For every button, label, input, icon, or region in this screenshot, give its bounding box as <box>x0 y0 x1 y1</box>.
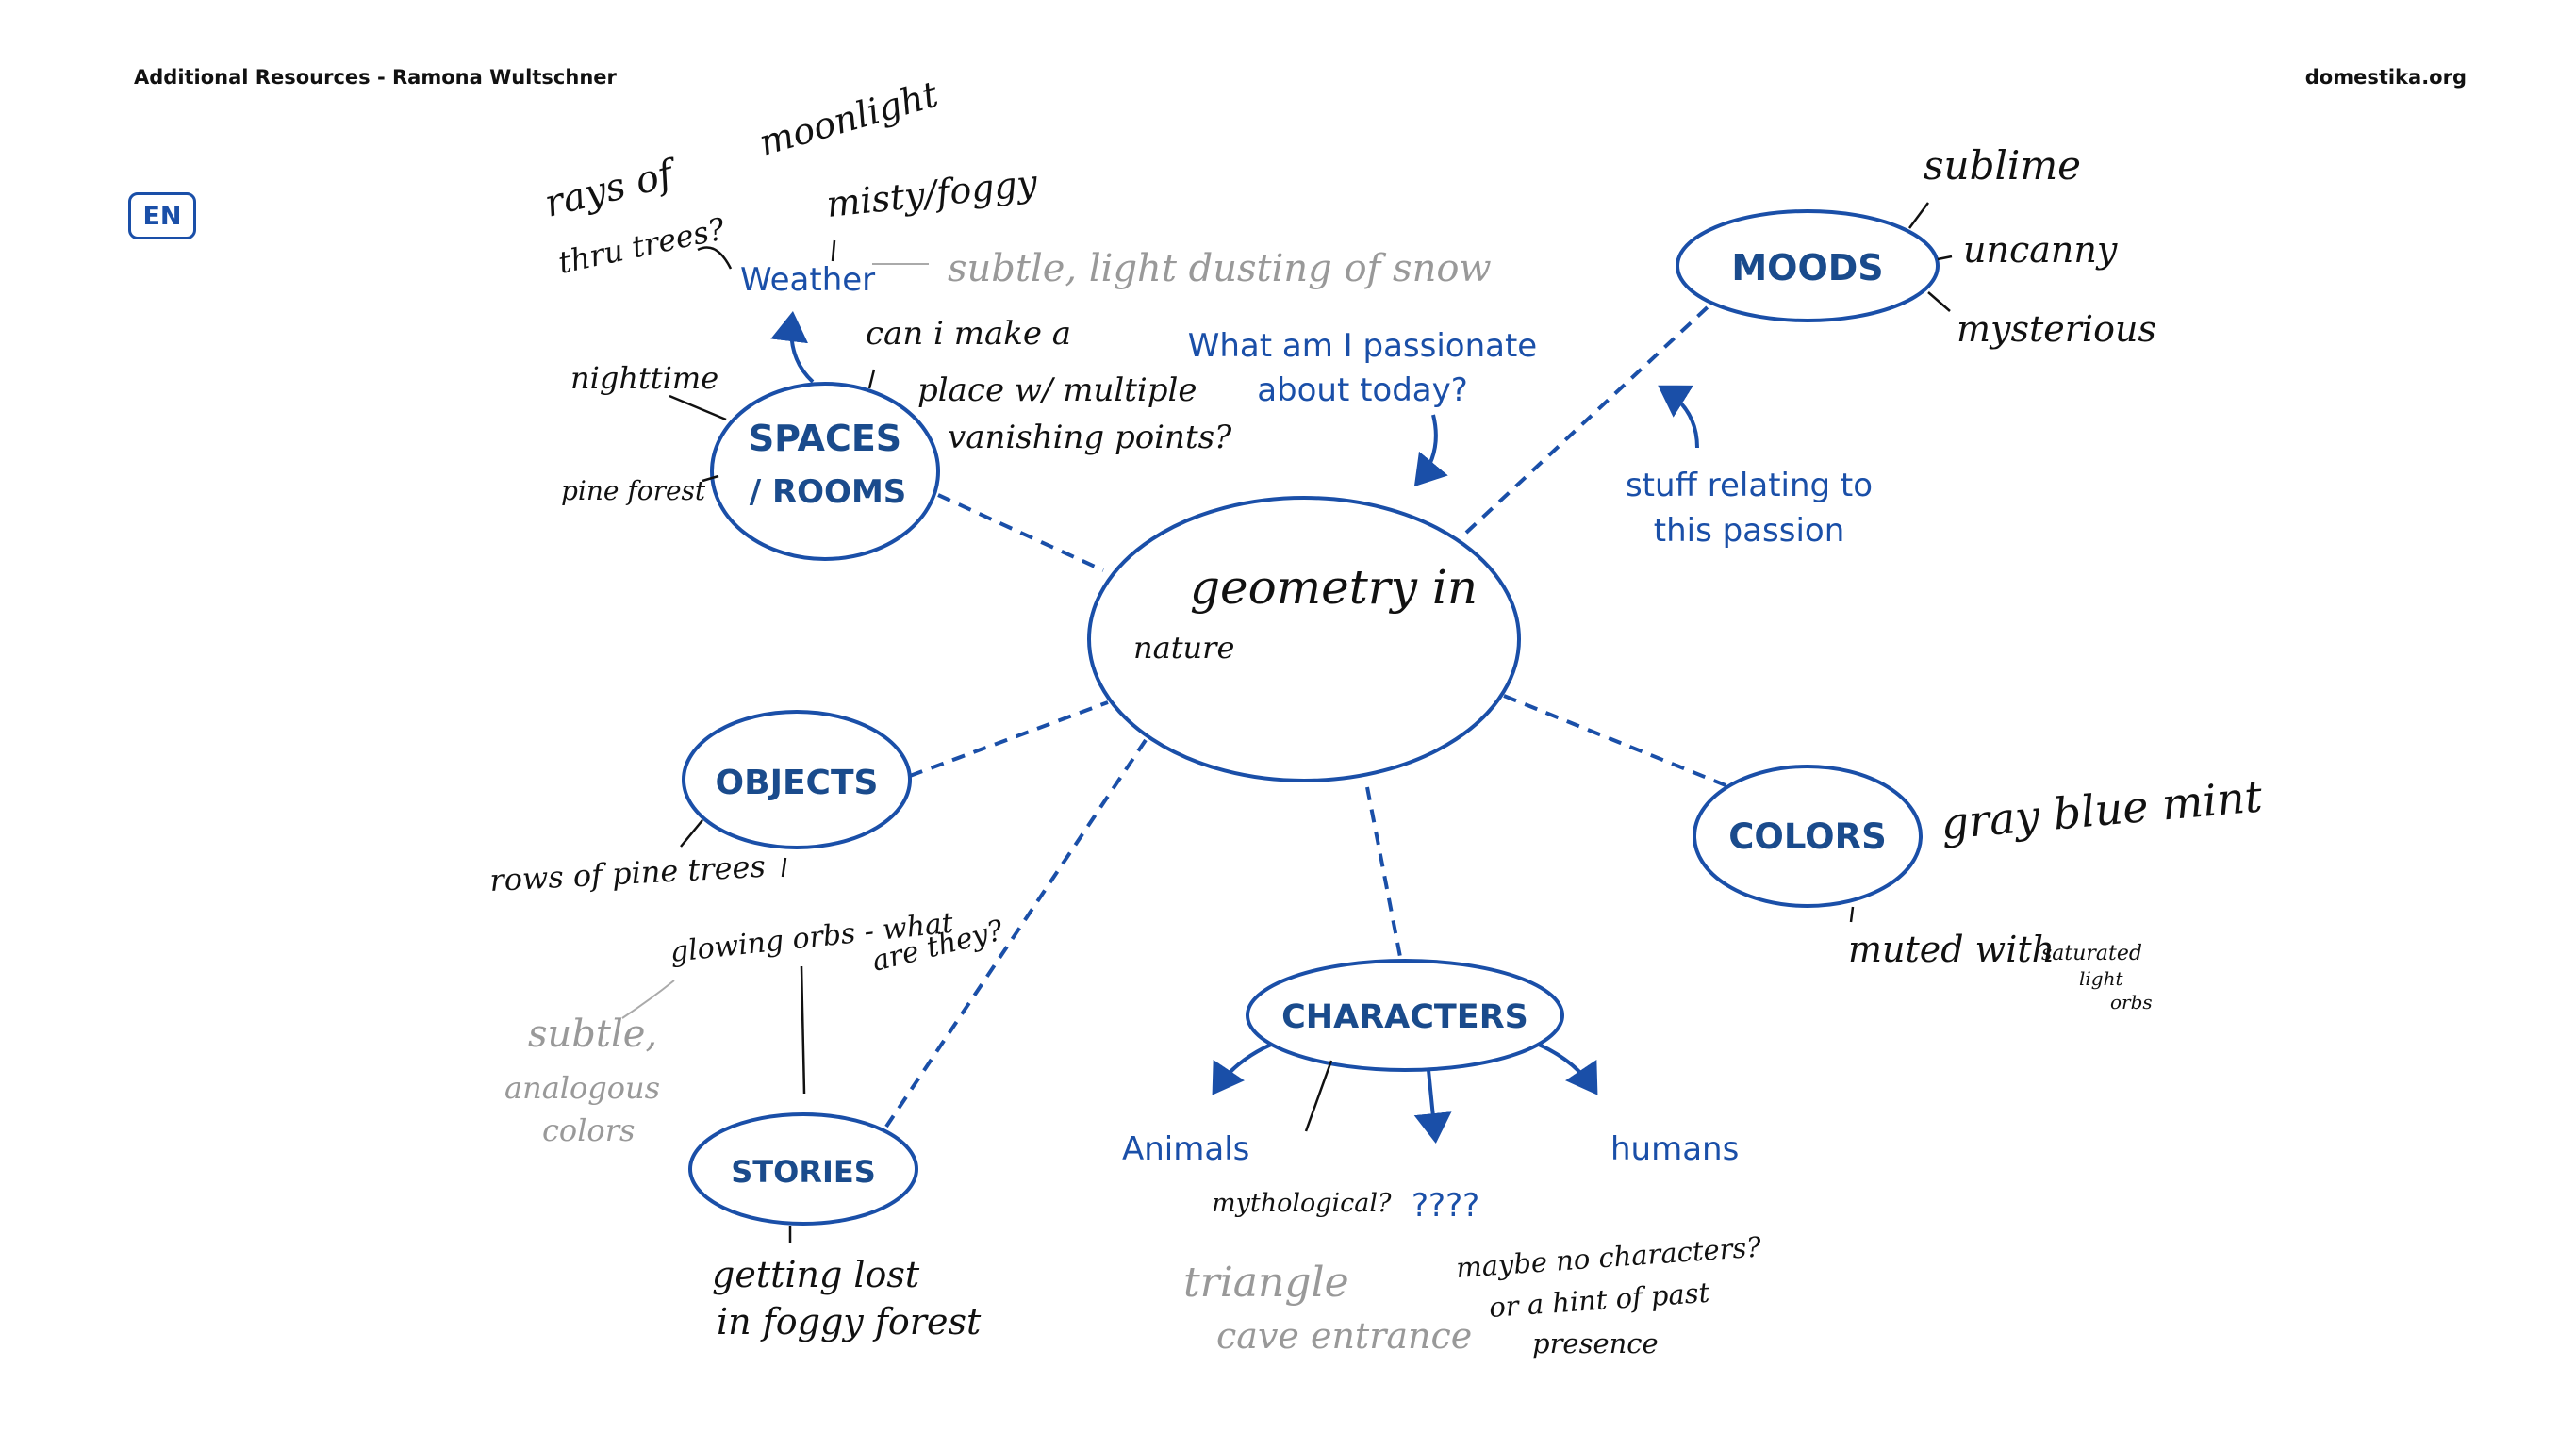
uncanny-connector <box>1937 255 1953 261</box>
colors-connector <box>1849 906 1855 923</box>
lost-note-2: in foggy forest <box>717 1301 982 1342</box>
stories-node[interactable] <box>688 1112 918 1226</box>
moods-label: MOODS <box>1731 247 1883 288</box>
objects-label: OBJECTS <box>716 764 879 802</box>
make-connector <box>867 369 876 389</box>
mythological-connector <box>1304 1060 1333 1132</box>
weather-note: Weather <box>740 261 875 299</box>
make-note-2: place w/ multiple <box>917 371 1197 409</box>
make-note-3: vanishing points? <box>948 419 1232 456</box>
stories-label: STORIES <box>731 1154 876 1190</box>
maybe-note-1: maybe no characters? <box>1455 1230 1762 1284</box>
misty-connector <box>831 239 836 262</box>
document-title: Additional Resources - Ramona Wultschner <box>134 66 617 89</box>
stuff-note-1: stuff relating to <box>1626 467 1873 504</box>
passion-question-2: about today? <box>1257 371 1468 409</box>
rows-note: rows of pine trees <box>488 848 766 898</box>
spaces-label: SPACES <box>749 418 901 459</box>
subtle-note-1: subtle, <box>528 1013 657 1056</box>
edge-moods <box>1464 302 1713 535</box>
spaces-node[interactable] <box>710 382 940 561</box>
thru-trees-note: thru trees? <box>555 210 729 281</box>
moods-node[interactable] <box>1676 209 1940 322</box>
maybe-note-3: presence <box>1532 1327 1659 1359</box>
sublime-connector <box>1907 202 1930 229</box>
edge-spaces <box>937 493 1104 572</box>
subtle-note-3: colors <box>542 1112 635 1148</box>
snow-note: subtle, light dusting of snow <box>948 247 1492 290</box>
lost-note-1: getting lost <box>712 1254 920 1295</box>
colors-label: COLORS <box>1728 816 1886 857</box>
saturated-note-2: light <box>2079 967 2123 990</box>
mythological-note: mythological? <box>1212 1189 1392 1218</box>
edge-colors <box>1503 694 1731 789</box>
pine-connector <box>702 474 719 483</box>
subtle-note-2: analogous <box>504 1070 660 1106</box>
weather-arrow <box>770 311 815 384</box>
edge-characters <box>1365 786 1402 958</box>
characters-label: CHARACTERS <box>1281 998 1528 1036</box>
center-text-line1: geometry in <box>1190 560 1478 615</box>
mysterious-connector <box>1927 291 1951 312</box>
spaces-label-2: / ROOMS <box>750 473 907 511</box>
muted-note: muted with <box>1848 929 2055 970</box>
center-node[interactable] <box>1087 496 1521 782</box>
site-name[interactable]: domestika.org <box>2304 66 2467 89</box>
colors-node[interactable] <box>1693 765 1923 908</box>
nighttime-note: nighttime <box>570 360 718 396</box>
passion-question-1: What am I passionate <box>1188 327 1537 365</box>
passion-arrow <box>1413 414 1448 487</box>
subtle-connector <box>621 980 675 1019</box>
cave-note: cave entrance <box>1216 1315 1472 1357</box>
stuff-arrow <box>1658 385 1699 449</box>
center-text-line2: nature <box>1133 630 1234 666</box>
uncanny-note: uncanny <box>1963 229 2118 271</box>
humans-arrow <box>1538 1043 1598 1095</box>
stuff-note-2: this passion <box>1654 512 1845 550</box>
objects-node[interactable] <box>682 710 912 849</box>
mysterious-note: mysterious <box>1957 308 2156 350</box>
rays-note-2: moonlight <box>754 74 943 164</box>
maybe-note-2: or a hint of past <box>1488 1276 1710 1324</box>
saturated-note-3: orbs <box>2110 991 2153 1013</box>
pine-forest-note: pine forest <box>561 475 706 506</box>
animals-note: Animals <box>1122 1130 1249 1168</box>
objects-connector-2 <box>781 857 787 878</box>
center-arrow <box>1413 1069 1452 1144</box>
edge-stories <box>884 738 1148 1128</box>
triangle-note: triangle <box>1183 1259 1349 1307</box>
edge-objects <box>909 700 1109 778</box>
question-note: ???? <box>1412 1187 1479 1225</box>
misty-note: misty/foggy <box>824 162 1039 225</box>
rays-note-1: rays of <box>540 151 683 225</box>
humans-note: humans <box>1610 1130 1739 1168</box>
colors-note: gray blue mint <box>1939 770 2264 849</box>
nighttime-connector <box>669 394 727 421</box>
characters-node[interactable] <box>1246 959 1564 1072</box>
rays-connector <box>697 246 733 270</box>
make-note-1: can i make a <box>866 315 1071 353</box>
sublime-note: sublime <box>1924 142 2081 189</box>
animals-arrow <box>1212 1043 1272 1095</box>
language-badge[interactable]: EN <box>128 192 196 239</box>
saturated-note-1: saturated <box>2041 942 2142 965</box>
orbs-connector <box>800 965 806 1095</box>
objects-connector <box>680 819 703 848</box>
